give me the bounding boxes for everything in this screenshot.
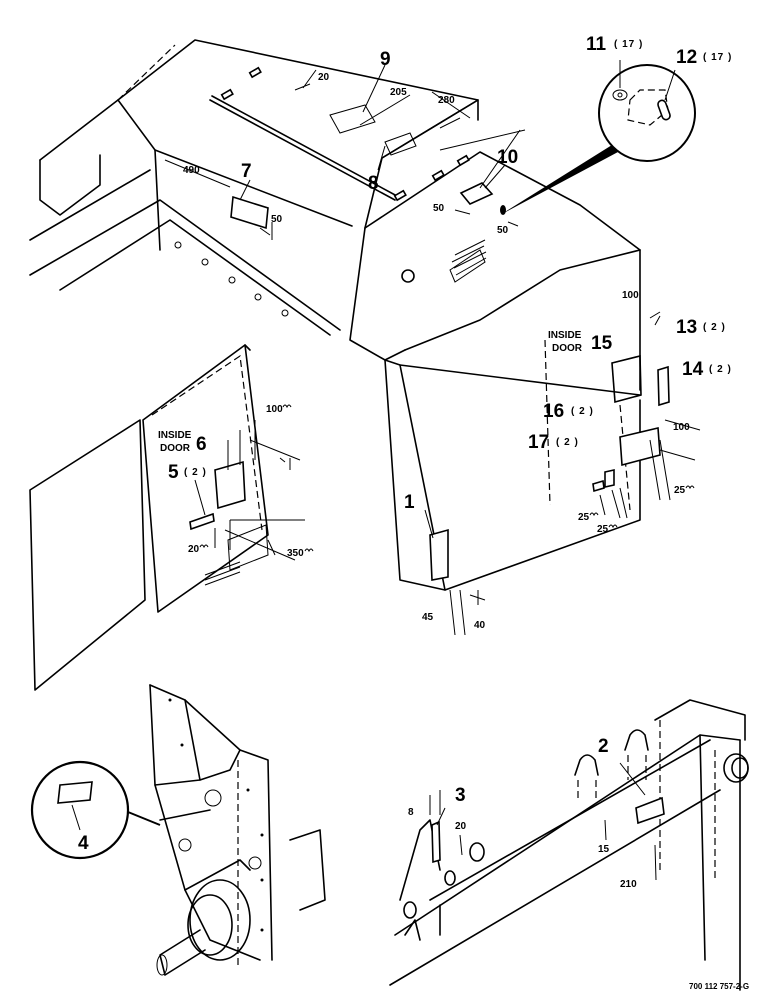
upper-dimensions xyxy=(164,64,526,240)
dim-100-door: 100 xyxy=(266,404,283,415)
dim-205: 205 xyxy=(390,87,407,98)
dim-210: 210 xyxy=(620,879,637,890)
dim-40: 40 xyxy=(474,620,486,631)
callout-16: 16 xyxy=(543,401,564,422)
qty-12: ( 17 ) xyxy=(703,52,732,63)
inside-door-note-right: INSIDE xyxy=(548,330,582,341)
callout-5: 5 xyxy=(168,462,179,483)
qty-11: ( 17 ) xyxy=(614,39,643,50)
qty-14: ( 2 ) xyxy=(709,364,732,375)
dimension-labels: 20 205 280 490 50 50 50 100 100 100 25 2… xyxy=(183,72,690,890)
frame-assembly xyxy=(389,699,749,991)
round-plug xyxy=(401,269,415,283)
dim-20-decal-5: 20 xyxy=(188,544,200,555)
dim-25-decal-14: 25 xyxy=(674,485,686,496)
callout-11: 11 xyxy=(586,34,607,55)
inside-door-note-left-2: DOOR xyxy=(160,443,191,454)
callout-15: 15 xyxy=(591,333,613,354)
inside-door-note-right-2: DOOR xyxy=(552,343,583,354)
dim-280: 280 xyxy=(438,95,455,106)
dim-8: 8 xyxy=(408,807,414,818)
qty-13: ( 2 ) xyxy=(703,322,726,333)
dim-50-decal-7: 50 xyxy=(271,214,283,225)
callout-13: 13 xyxy=(676,317,697,338)
callout-7: 7 xyxy=(241,161,252,182)
decal-8 xyxy=(384,132,417,156)
decal-6 xyxy=(214,460,246,510)
decal-10 xyxy=(459,182,494,205)
dim-50-decal-10b: 50 xyxy=(497,225,509,236)
inside-door-note-left: INSIDE xyxy=(158,430,192,441)
callout-1: 1 xyxy=(404,492,415,513)
decal-1 xyxy=(429,528,449,581)
decal-3 xyxy=(431,820,441,864)
dim-350: 350 xyxy=(287,548,304,559)
dim-25-decal-16: 25 xyxy=(597,524,609,535)
dim-45: 45 xyxy=(422,612,434,623)
decal-5 xyxy=(189,512,215,531)
callout-2: 2 xyxy=(598,736,609,757)
callout-4: 4 xyxy=(78,833,89,854)
callout-10: 10 xyxy=(497,147,518,168)
decal-2 xyxy=(635,796,665,825)
qty-5: ( 2 ) xyxy=(184,467,207,478)
upper-housing xyxy=(29,39,641,396)
callout-9: 9 xyxy=(380,49,391,70)
detail-circle-4 xyxy=(30,760,161,860)
qty-16: ( 2 ) xyxy=(571,406,594,417)
right-side-panel xyxy=(384,311,701,636)
callout-6: 6 xyxy=(196,434,207,455)
dim-50-decal-10a: 50 xyxy=(433,203,445,214)
decal-9 xyxy=(329,104,376,134)
dimension-unit-marks xyxy=(199,404,695,553)
decal-17 xyxy=(592,479,605,493)
left-door xyxy=(29,344,305,691)
dim-20-decal-3: 20 xyxy=(455,821,467,832)
decal-7 xyxy=(230,195,269,230)
dim-490: 490 xyxy=(183,165,200,176)
gearbox-assembly xyxy=(149,684,326,976)
callout-labels: 9 8 7 10 11 ( 17 ) 12 ( 17 ) 13 ( 2 ) 14… xyxy=(78,34,732,854)
callout-17: 17 xyxy=(528,432,549,453)
dim-25-decal-17: 25 xyxy=(578,512,590,523)
callout-12: 12 xyxy=(676,47,697,68)
qty-17: ( 2 ) xyxy=(556,437,579,448)
decal-13 xyxy=(657,365,670,407)
callout-3: 3 xyxy=(455,785,466,806)
callout-8: 8 xyxy=(368,173,379,194)
decal-16 xyxy=(604,469,615,488)
dim-15: 15 xyxy=(598,844,610,855)
detail-circle-11-12 xyxy=(500,60,696,215)
dim-100-decal-14: 100 xyxy=(673,422,690,433)
slots xyxy=(220,66,506,215)
dim-20-top: 20 xyxy=(318,72,330,83)
callout-14: 14 xyxy=(682,359,704,380)
decal-14 xyxy=(619,427,661,467)
dim-100-right: 100 xyxy=(622,290,639,301)
decal-4 xyxy=(57,781,93,804)
drawing-number: 700 112 757-2-G xyxy=(689,982,749,991)
grille xyxy=(449,239,487,283)
